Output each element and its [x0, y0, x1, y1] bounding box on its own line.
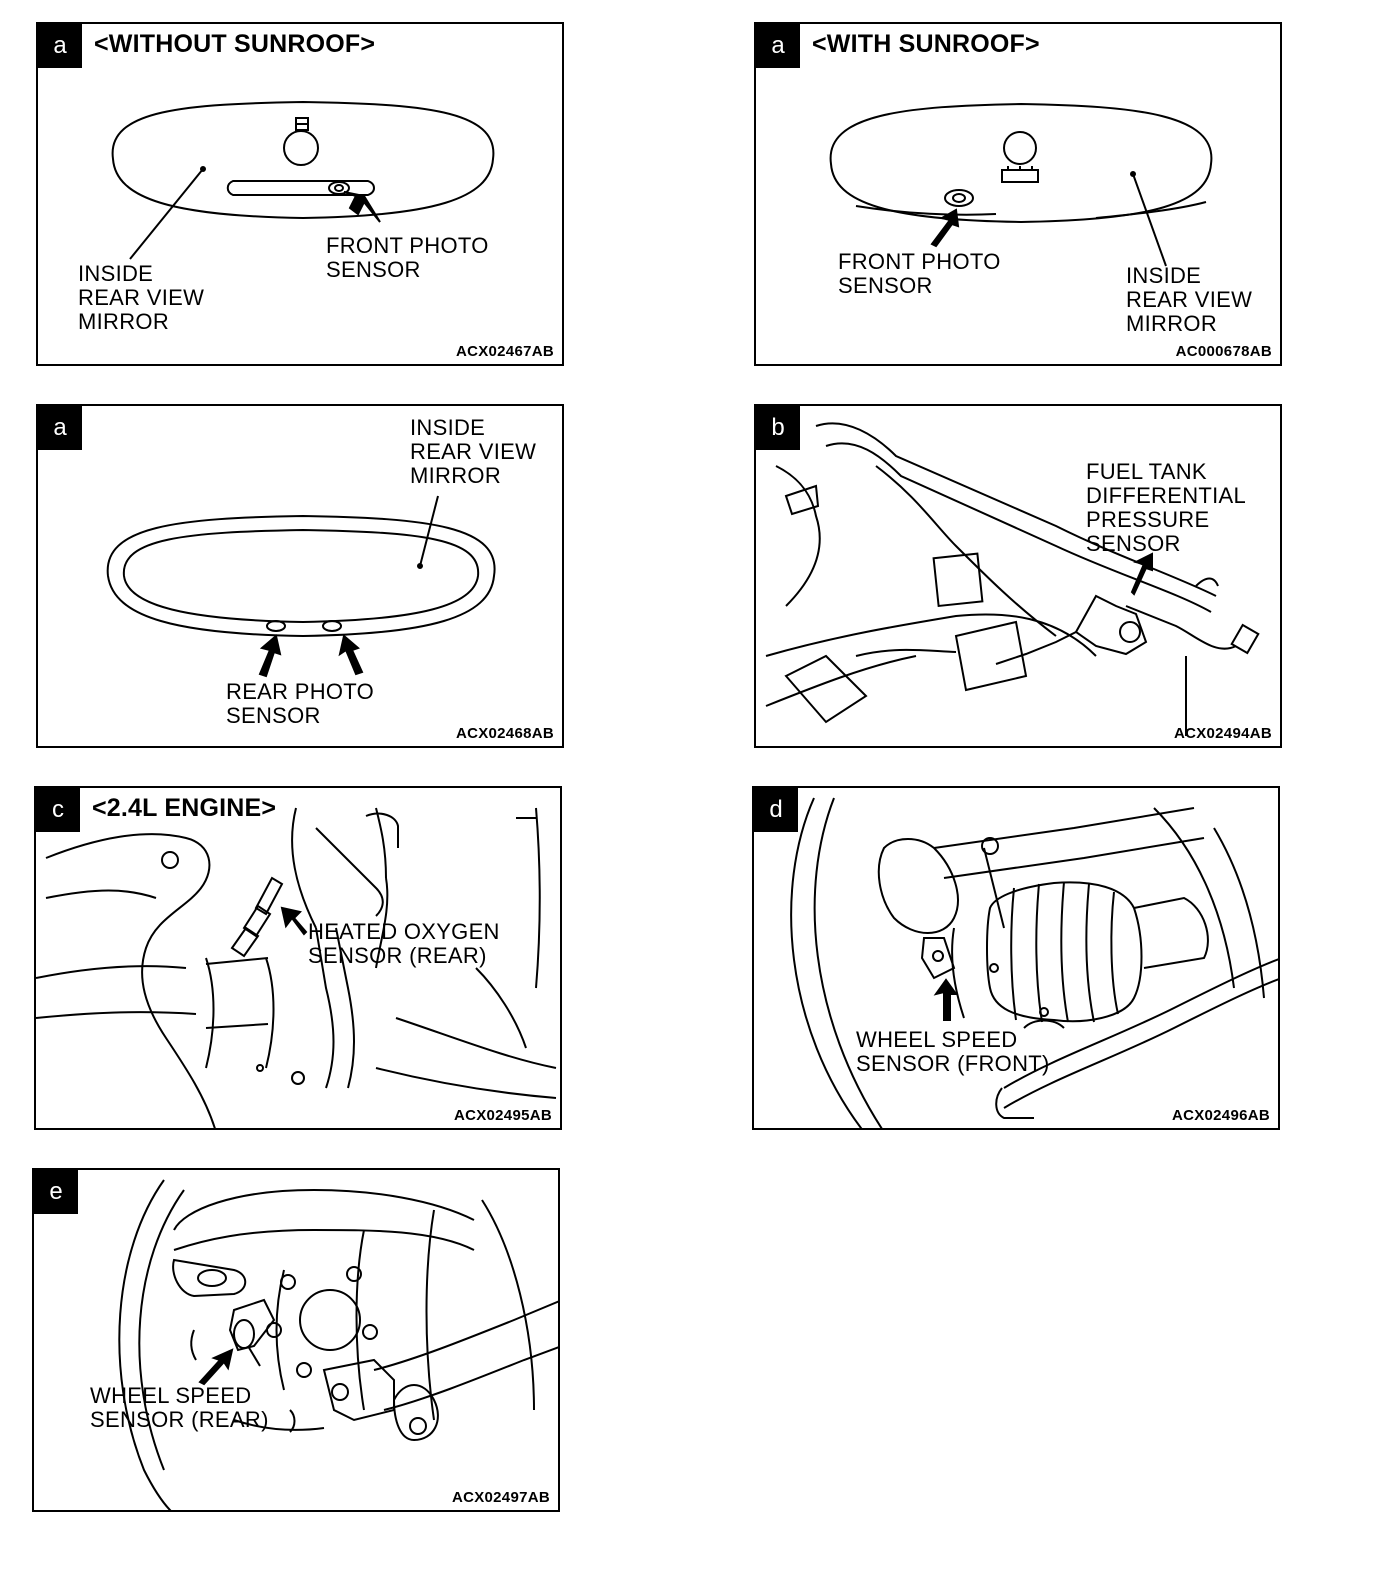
mirror-illustration [38, 24, 564, 366]
figure-code: ACX02497AB [451, 1489, 550, 1506]
panel-c-heated-oxygen-sensor: c <2.4L ENGINE> HEATED OXYGEN SENSOR (RE… [34, 786, 562, 1130]
panel-tag: c [36, 788, 80, 832]
panel-tag: b [756, 406, 800, 450]
label-inside-rear-view-mirror: INSIDE REAR VIEW MIRROR [1126, 263, 1253, 336]
figure-code: ACX02496AB [1171, 1107, 1270, 1124]
panel-e-wheel-speed-sensor-rear: e WHEEL SPEED SENSOR (REAR) ACX02497AB [32, 1168, 560, 1512]
figure-code: ACX02468AB [455, 725, 554, 742]
panel-tag: e [34, 1170, 78, 1214]
panel-a-rear-photo-sensor: a INSIDE REAR VIEW MIRROR REAR PHOTO SEN… [36, 404, 564, 748]
label-rear-photo-sensor: REAR PHOTO SENSOR [226, 679, 375, 728]
panel-tag: d [754, 788, 798, 832]
panel-title: <WITH SUNROOF> [812, 30, 1040, 58]
panel-title: <2.4L ENGINE> [92, 794, 277, 822]
panel-tag: a [38, 24, 82, 68]
panel-title: <WITHOUT SUNROOF> [94, 30, 376, 58]
label-heated-oxygen-sensor-rear: HEATED OXYGEN SENSOR (REAR) [308, 919, 500, 968]
fuel-tank-illustration [756, 406, 1282, 748]
figure-code: AC000678AB [1175, 343, 1272, 360]
label-inside-rear-view-mirror: INSIDE REAR VIEW MIRROR [78, 261, 205, 334]
panel-a-with-sunroof: a <WITH SUNROOF> FRONT PHOTO SENSOR INSI… [754, 22, 1282, 366]
panel-b-fuel-tank-sensor: b FUEL TANK DIFFERENTIAL PRESSURE SENSOR… [754, 404, 1282, 748]
front-hub-illustration [754, 788, 1280, 1130]
panel-tag: a [38, 406, 82, 450]
label-front-photo-sensor: FRONT PHOTO SENSOR [838, 249, 1001, 298]
label-inside-rear-view-mirror: INSIDE REAR VIEW MIRROR [410, 415, 537, 488]
label-wheel-speed-sensor-front: WHEEL SPEED SENSOR (FRONT) [856, 1027, 1050, 1076]
exhaust-illustration [36, 788, 562, 1130]
panel-tag: a [756, 24, 800, 68]
figure-code: ACX02495AB [453, 1107, 552, 1124]
figure-code: ACX02494AB [1173, 725, 1272, 742]
label-fuel-tank-differential-pressure-sensor: FUEL TANK DIFFERENTIAL PRESSURE SENSOR [1086, 459, 1247, 556]
figure-code: ACX02467AB [455, 343, 554, 360]
panel-a-without-sunroof: a <WITHOUT SUNROOF> INSIDE REAR VIEW MIR… [36, 22, 564, 366]
rear-hub-illustration [34, 1170, 560, 1512]
label-wheel-speed-sensor-rear: WHEEL SPEED SENSOR (REAR) [90, 1383, 269, 1432]
mirror-illustration [38, 406, 564, 748]
panel-d-wheel-speed-sensor-front: d WHEEL SPEED SENSOR (FRONT) ACX02496AB [752, 786, 1280, 1130]
label-front-photo-sensor: FRONT PHOTO SENSOR [326, 233, 489, 282]
mirror-illustration [756, 24, 1282, 366]
